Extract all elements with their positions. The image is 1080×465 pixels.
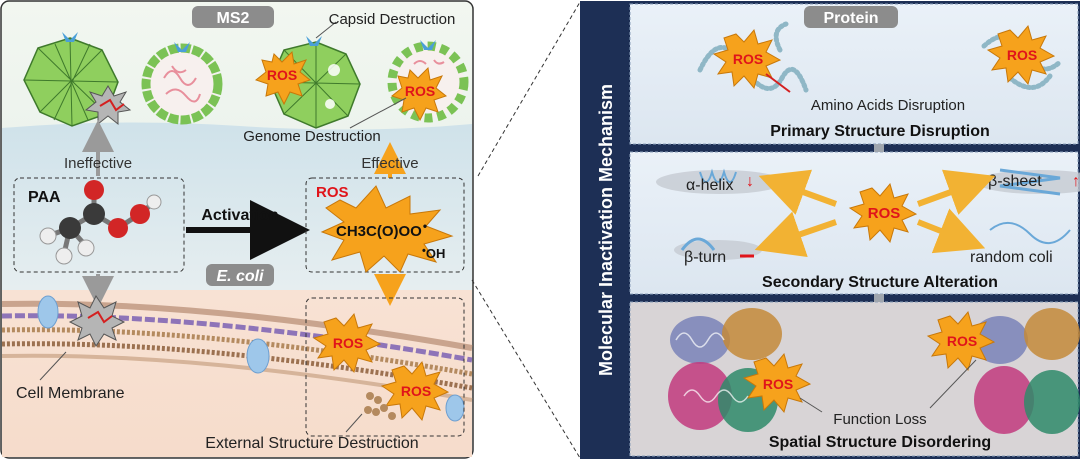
ros-label: ROS [316, 184, 349, 201]
ecoli-tag [206, 264, 274, 286]
ros-label: ROS [733, 51, 763, 67]
genome-callout-line [349, 97, 407, 129]
primary-structure-title: Primary Structure Disruption [770, 123, 990, 140]
ros-burst-capsid: ROS [254, 50, 312, 106]
section-link [874, 294, 884, 302]
ros-burst-secondary: ROS [754, 169, 996, 258]
genome-destruction-label: Genome Destruction [243, 128, 381, 145]
cell-membrane-layer [1, 295, 473, 422]
section-link [874, 144, 884, 152]
secondary-structure-title: Secondary Structure Alteration [762, 274, 998, 291]
broken-membrane-fragments [364, 392, 396, 420]
cell-membrane-label: Cell Membrane [16, 385, 125, 402]
ros-label: ROS [401, 383, 431, 399]
external-destruction-box [305, 297, 465, 437]
amino-acids-label: Amino Acids Disruption [811, 97, 965, 114]
ros-burst-membrane-1: ROS [312, 312, 382, 374]
peroxy-radical-label: CH3C(O)OO• [336, 219, 427, 240]
external-destruction-label: External Structure Destruction [205, 435, 418, 452]
random-coil-icon [989, 222, 1071, 244]
ros-label: ROS [267, 67, 297, 83]
ros-burst-spatial-2: ROS [926, 310, 996, 372]
alpha-helix-icon [699, 168, 737, 183]
paa-molecule-icon [39, 180, 162, 265]
spatial-structure-title: Spatial Structure Disordering [769, 434, 991, 451]
ecoli-tag-label: E. coli [216, 268, 264, 285]
ros-burst-radical [320, 185, 454, 273]
beta-sheet-label: β-sheet [988, 173, 1042, 190]
zoom-connector-bottom [471, 279, 581, 459]
random-coil-label: random coli [970, 249, 1053, 266]
protein-structure-icon-left [668, 308, 782, 432]
ros-burst-genome: ROS [390, 66, 448, 122]
effective-label: Effective [361, 155, 418, 172]
ms2-tag [192, 6, 274, 28]
beta-turn-icon [680, 237, 716, 251]
ros-burst-membrane-2: ROS [380, 360, 450, 422]
ros-label: ROS [405, 83, 435, 99]
rna-genome-icon [163, 65, 201, 103]
ros-burst-primary-2: ROS [986, 24, 1056, 86]
paa-label: PAA [28, 189, 61, 206]
ms2-tag-label: MS2 [217, 10, 250, 27]
ros-burst-primary-1: ROS [712, 28, 782, 90]
function-loss-label: Function Loss [833, 411, 926, 428]
up-arrow-icon: ↑ [1072, 173, 1080, 190]
down-arrow-icon: ↓ [746, 173, 754, 190]
beta-sheet-icon [999, 168, 1061, 196]
alpha-helix-label: α-helix [686, 177, 733, 194]
paa-box [13, 177, 185, 273]
ros-label: ROS [333, 335, 363, 351]
ineffective-label: Ineffective [64, 155, 132, 172]
zoom-connector-top [477, 1, 581, 177]
ros-label: ROS [763, 376, 793, 392]
protein-structure-icon-right [972, 308, 1080, 434]
ros-label: ROS [1007, 47, 1037, 63]
right-panel: Molecular Inactivation Mechanism Protein… [580, 1, 1080, 459]
paa-burst-icon [68, 295, 126, 347]
protein-tag [804, 6, 898, 28]
ros-label: ROS [947, 333, 977, 349]
paa-burst-icon [84, 85, 132, 126]
activation-label: Activation [201, 207, 278, 224]
radical-box [305, 177, 465, 273]
capsid-callout-line [315, 21, 337, 39]
hydroxyl-radical-label: •OH [422, 245, 445, 261]
virus-capsid-section [141, 42, 223, 125]
protein-tag-label: Protein [823, 10, 878, 27]
capsid-destruction-label: Capsid Destruction [329, 11, 456, 28]
left-panel: MS2 ROS [0, 0, 474, 459]
vertical-title: Molecular Inactivation Mechanism [596, 84, 616, 376]
beta-turn-label: β-turn [684, 249, 726, 266]
ros-burst-spatial-1: ROS [742, 352, 812, 414]
capsid-pilot-icon [62, 32, 78, 42]
ros-label: ROS [868, 205, 901, 222]
